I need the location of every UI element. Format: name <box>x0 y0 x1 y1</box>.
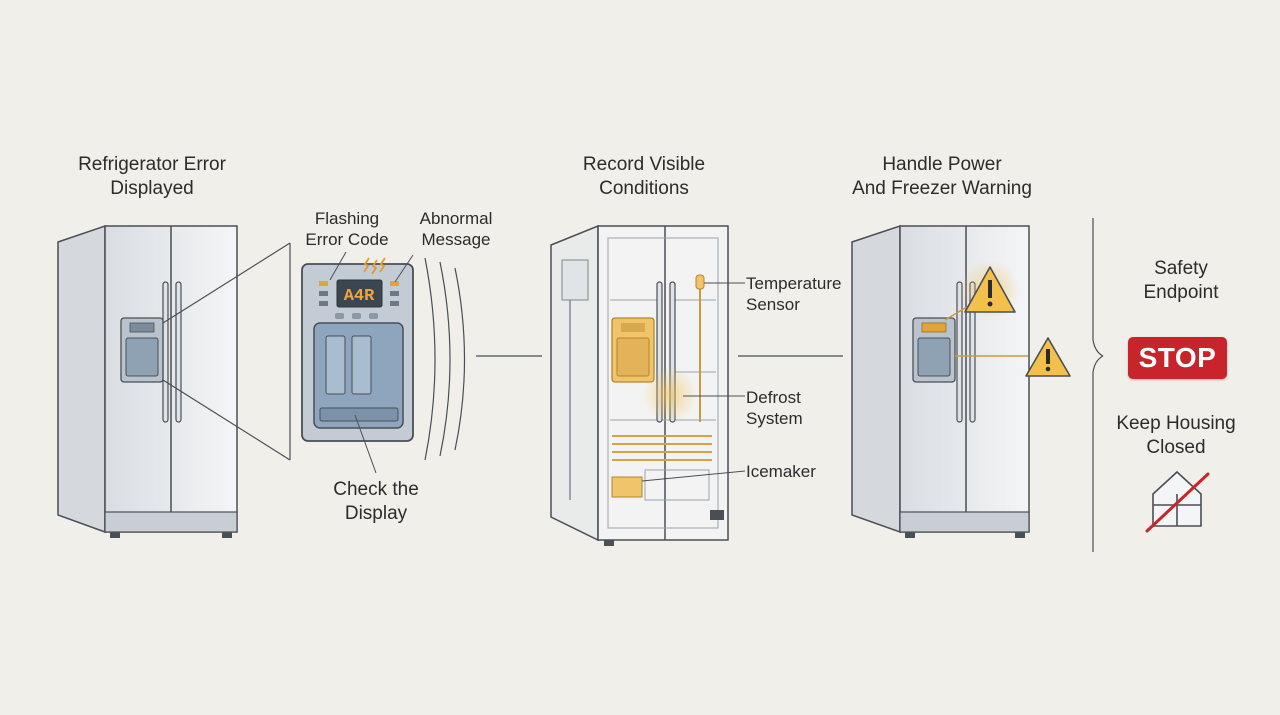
step-2-title-line2: Conditions <box>599 178 689 199</box>
step-3-title: Handle Power And Freezer Warning <box>832 153 1052 201</box>
endpoint-bracket <box>1092 218 1104 552</box>
warning-icon <box>1025 337 1071 377</box>
flashing-line1: Flashing <box>314 209 380 228</box>
abnormal-line1: Abnormal <box>419 209 493 228</box>
defrost-line1: Defrost <box>746 388 801 407</box>
abnormal-message-label: Abnormal Message <box>406 208 506 250</box>
warning-icon <box>960 260 1020 320</box>
refrigerator-icon <box>550 224 729 546</box>
safety-line2: Endpoint <box>1143 282 1219 303</box>
alert-waves <box>424 257 466 461</box>
step-2-title: Record Visible Conditions <box>544 153 744 201</box>
defrost-line2: System <box>746 409 803 428</box>
step-1-title-line2: Displayed <box>110 178 194 199</box>
check-display-label: Check the Display <box>316 478 436 526</box>
keep-housing-closed-label: Keep Housing Closed <box>1106 412 1246 460</box>
flashing-error-label: Flashing Error Code <box>297 208 397 250</box>
stop-sign: STOP <box>1128 337 1227 379</box>
step-1-title-line1: Refrigerator Error <box>78 154 226 175</box>
icemaker-label: Icemaker <box>746 461 816 482</box>
dispenser-panel-icon <box>301 263 414 442</box>
temperature-sensor-label: Temperature Sensor <box>746 273 841 315</box>
check-line1: Check the <box>333 479 419 500</box>
check-line2: Display <box>344 503 408 524</box>
step-3-title-line1: Handle Power <box>882 154 1002 175</box>
icemaker-text: Icemaker <box>746 462 816 481</box>
abnormal-line2: Message <box>421 230 491 249</box>
refrigerator-icon <box>57 224 238 538</box>
keep-line1: Keep Housing <box>1116 413 1236 434</box>
no-entry-slash-icon <box>1145 472 1210 533</box>
spark-icon <box>363 257 386 275</box>
display-code: A4R <box>344 287 375 306</box>
step-1-title: Refrigerator Error Displayed <box>52 153 252 201</box>
step-2-title-line1: Record Visible <box>582 154 706 175</box>
temp-line2: Sensor <box>746 295 800 314</box>
temp-line1: Temperature <box>746 274 842 293</box>
safety-line1: Safety <box>1154 258 1208 279</box>
keep-line2: Closed <box>1146 437 1206 458</box>
safety-endpoint-title: Safety Endpoint <box>1116 257 1246 305</box>
step-3-title-line2: And Freezer Warning <box>852 178 1032 199</box>
flashing-line2: Error Code <box>305 230 389 249</box>
defrost-system-label: Defrost System <box>746 387 803 429</box>
